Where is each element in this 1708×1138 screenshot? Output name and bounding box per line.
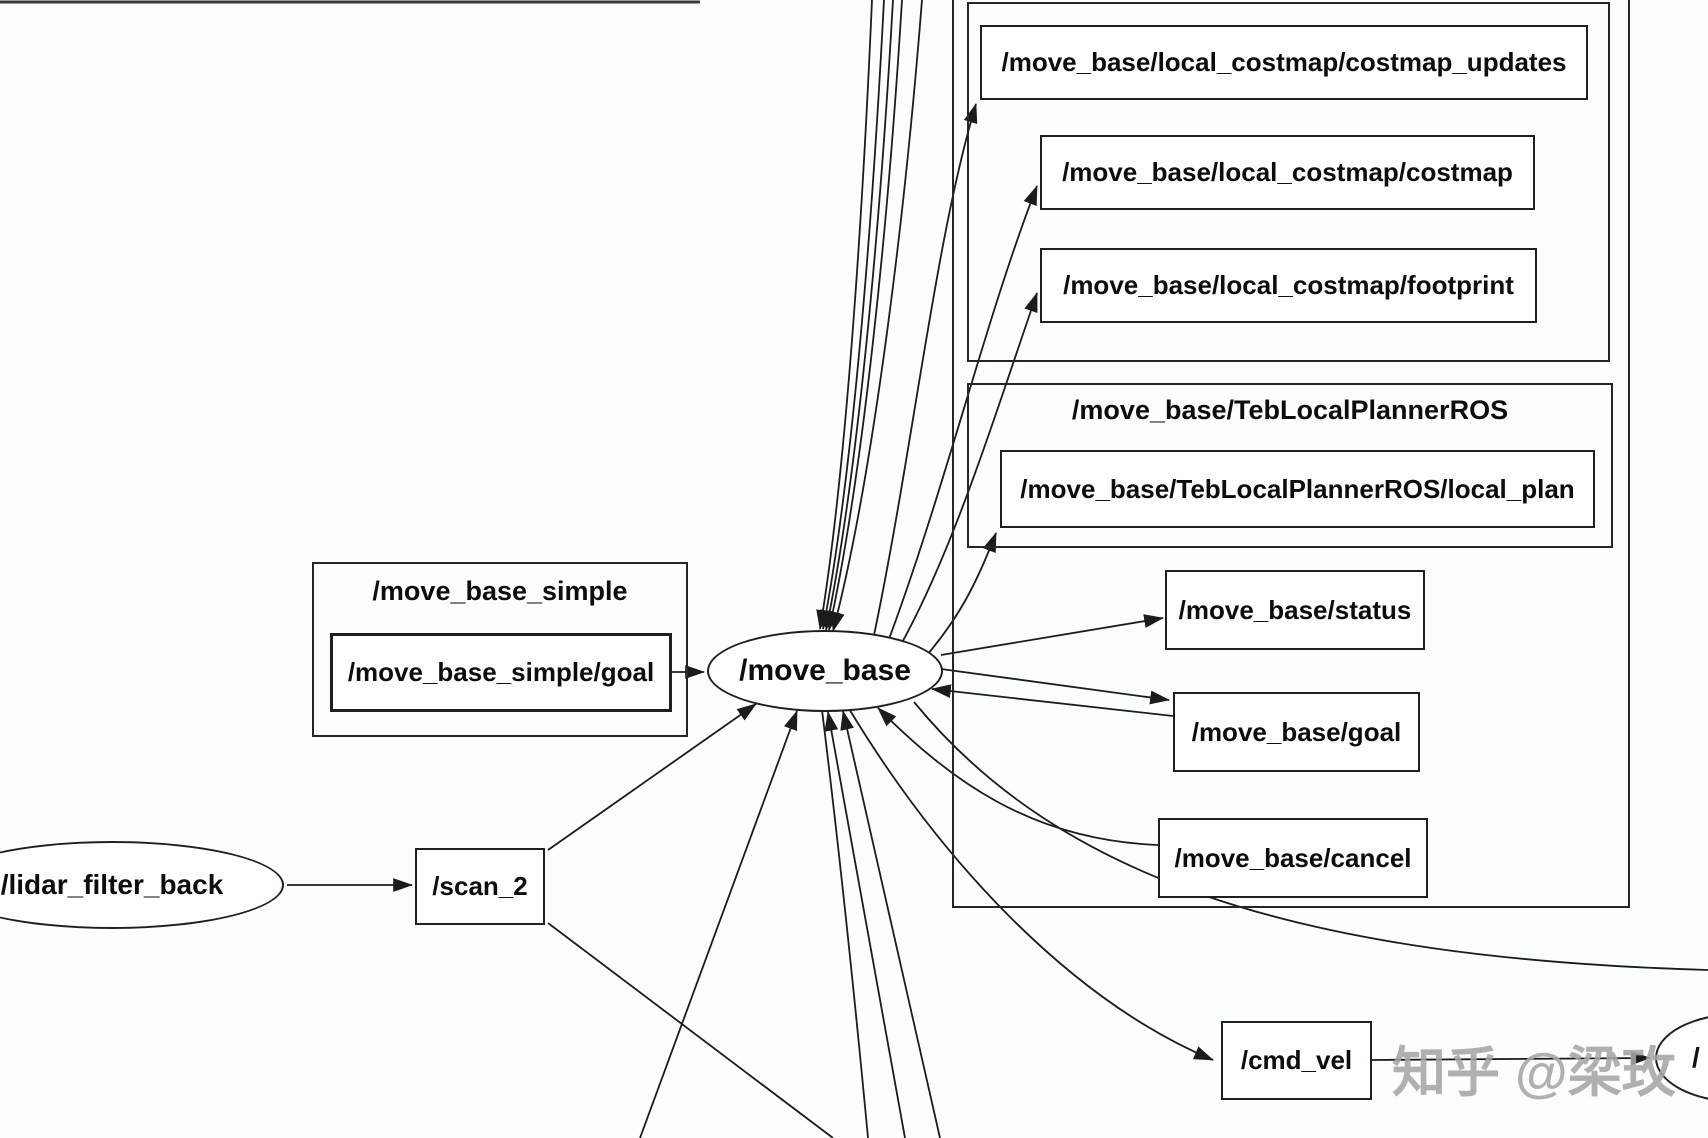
topic-label-simple-goal: /move_base_simple/goal: [347, 657, 655, 687]
group-move-base-simple: /move_base_simple: [312, 562, 688, 737]
topic-label-footprint: /move_base/local_costmap/footprint: [1063, 270, 1514, 300]
topic-label-cmd-vel: /cmd_vel: [1240, 1045, 1353, 1075]
topic-label-costmap: /move_base/local_costmap/costmap: [1062, 157, 1513, 187]
edge-top-3-to-move-base: [823, 0, 894, 631]
topic-box-move-base-simple-goal[interactable]: /move_base_simple/goal: [330, 633, 672, 712]
edge-move-base-to-status: [940, 614, 1164, 656]
node-label-lidar-filter-back: /lidar_filter_back: [0, 869, 224, 900]
topic-box-local-costmap-footprint[interactable]: /move_base/local_costmap/footprint: [1040, 248, 1537, 323]
edge-move-base-to-local-plan: [920, 532, 997, 663]
group-move-base-simple-label: /move_base_simple: [372, 576, 628, 606]
topic-label-status: /move_base/status: [1178, 594, 1412, 625]
topic-label-cancel: /move_base/cancel: [1174, 842, 1412, 873]
edge-top-2-to-move-base: [819, 0, 885, 630]
group-teb-local-planner: /move_base/TebLocalPlannerROS: [967, 383, 1613, 548]
topic-label-goal: /move_base/goal: [1191, 716, 1402, 747]
topic-box-teb-local-plan[interactable]: /move_base/TebLocalPlannerROS/local_plan: [1000, 450, 1595, 528]
topic-label-local-plan: /move_base/TebLocalPlannerROS/local_plan: [1020, 473, 1575, 504]
group-teb-local-planner-label: /move_base/TebLocalPlannerROS: [1071, 395, 1509, 425]
node-label-partial-right: /: [1692, 1042, 1700, 1073]
edge-move-base-to-offscreen-bottom: [821, 709, 869, 1138]
node-lidar-filter-back[interactable]: /lidar_filter_back: [0, 841, 284, 929]
edge-move-base-to-cmd-vel: [847, 706, 1214, 1061]
topic-box-move-base-cancel[interactable]: /move_base/cancel: [1158, 818, 1428, 898]
topic-box-cmd-vel[interactable]: /cmd_vel: [1221, 1021, 1372, 1100]
topic-box-move-base-goal[interactable]: /move_base/goal: [1173, 692, 1420, 772]
edge-move-base-to-offscreen-right: [913, 701, 1708, 971]
topic-label-costmap-updates: /move_base/local_costmap/costmap_updates: [1001, 47, 1567, 77]
group-move-base-namespace: [952, 0, 1630, 908]
edge-cmd-vel-to-right-node: [1371, 1051, 1651, 1066]
topic-box-scan-2[interactable]: /scan_2: [415, 848, 545, 925]
edge-move-base-to-footprint: [894, 292, 1038, 656]
topic-label-scan-2: /scan_2: [432, 871, 528, 901]
topic-box-move-base-status[interactable]: /move_base/status: [1165, 570, 1425, 650]
edge-scan2-to-move-base: [547, 703, 757, 851]
group-local-costmap: [967, 2, 1610, 362]
edge-move-base-to-costmap-updates: [872, 103, 978, 641]
edge-move-base-to-costmap: [885, 185, 1038, 648]
topic-box-local-costmap-costmap-updates[interactable]: /move_base/local_costmap/costmap_updates: [980, 25, 1588, 100]
edge-bottom-3-to-move-base: [840, 710, 941, 1138]
edge-bottom-1-to-move-base: [639, 710, 798, 1138]
node-label-move-base: /move_base: [739, 654, 911, 687]
topic-box-local-costmap-costmap[interactable]: /move_base/local_costmap/costmap: [1040, 135, 1535, 210]
node-move-base[interactable]: /move_base: [707, 630, 943, 712]
edge-top-4-to-move-base: [826, 0, 903, 631]
edge-top-5-to-move-base: [831, 0, 923, 632]
edge-to-goal-box: [940, 668, 1170, 705]
edge-goal-to-move-base: [931, 684, 1174, 717]
edge-bottom-2-to-move-base: [824, 711, 906, 1138]
edge-cancel-to-move-base: [877, 707, 1159, 846]
edge-top-1-to-move-base: [816, 0, 873, 630]
edge-scan2-to-offscreen: [547, 922, 834, 1138]
